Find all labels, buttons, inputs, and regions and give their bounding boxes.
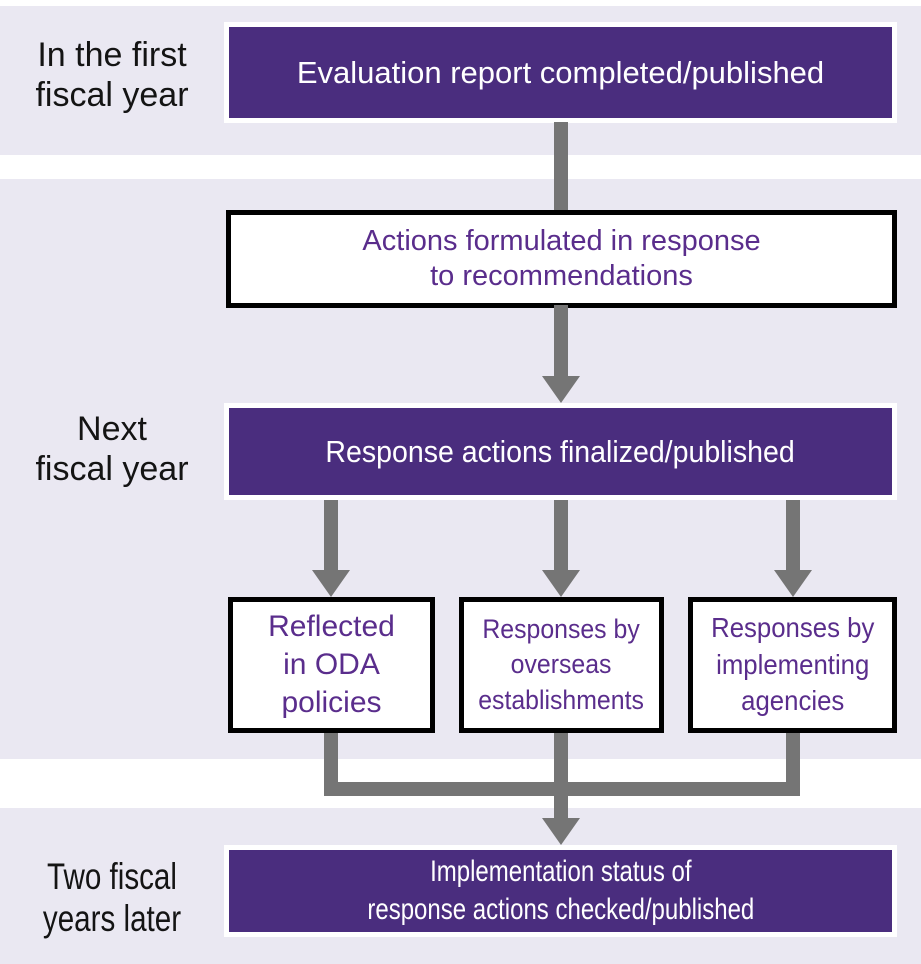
node-evaluation-report-text: Evaluation report completed/published [296,54,825,90]
stage-label-next-fiscal-year: Next fiscal year [35,410,189,488]
node-actions-formulated-text: Actions formulated in response to recomm… [362,225,761,292]
connector-stub-oda-policies [324,733,338,782]
node-evaluation-report: Evaluation report completed/published [224,22,897,123]
node-implementing-agencies: Responses by implementing agencies [688,597,897,733]
stage-label-two-fiscal-years-later: Two fiscal years later [42,856,182,939]
arrowhead-to-implementation-status [542,818,580,845]
arrowhead-to-overseas-establishments [542,570,580,597]
first-year-separator-band [0,155,921,179]
node-implementation-status-text: Implementation status of response action… [367,854,754,926]
node-actions-formulated: Actions formulated in response to recomm… [226,210,897,308]
node-implementation-status: Implementation status of response action… [224,845,897,937]
arrow-to-oda-policies [324,500,338,571]
node-response-actions-text: Response actions finalized/published [325,433,796,469]
arrowhead-to-oda-policies [312,570,350,597]
node-implementing-agencies-text: Responses by implementing agencies [710,612,875,717]
top-separator-band [0,0,921,6]
node-overseas-establishments: Responses by overseas establishments [459,597,664,733]
node-overseas-establishments-text: Responses by overseas establishments [478,614,645,715]
node-reflected-oda-policies: Reflected in ODA policies [228,597,435,733]
connector-stem-center [554,733,568,818]
node-response-actions: Response actions finalized/published [224,403,897,500]
stage-label-first-fiscal-year: In the first fiscal year [35,36,189,114]
connector-horizontal-bar [324,782,800,796]
arrow-actions-to-response [554,305,568,377]
arrow-to-overseas-establishments [554,500,568,571]
connector-stub-implementing-agencies [786,733,800,782]
arrowhead-to-implementing-agencies [774,570,812,597]
arrow-to-implementing-agencies [786,500,800,571]
arrowhead-actions-to-response [542,376,580,403]
node-reflected-oda-policies-text: Reflected in ODA policies [268,609,395,720]
arrow-report-to-actions [554,122,568,210]
